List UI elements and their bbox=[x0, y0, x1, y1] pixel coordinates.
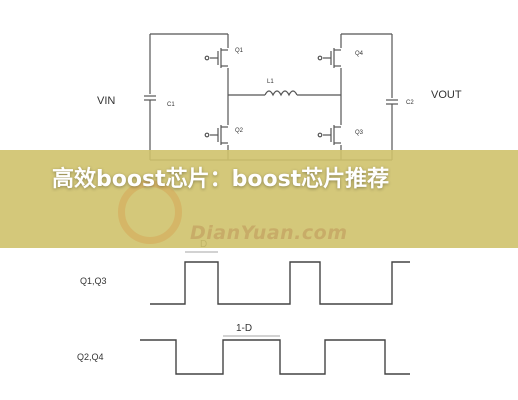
complement-label: 1-D bbox=[236, 323, 252, 334]
q3-label: Q3 bbox=[355, 130, 364, 136]
watermark-text: DianYuan.com bbox=[190, 222, 348, 244]
mosfet-q4 bbox=[317, 48, 341, 68]
vout-label: VOUT bbox=[431, 89, 462, 101]
q1-label: Q1 bbox=[235, 48, 244, 54]
title-banner bbox=[0, 150, 518, 248]
mosfet-q2 bbox=[204, 125, 228, 145]
c2-label: C2 bbox=[406, 100, 414, 106]
l1-label: L1 bbox=[267, 79, 274, 85]
q2-label: Q2 bbox=[235, 128, 244, 134]
watermark-logo bbox=[118, 180, 182, 244]
q4-label: Q4 bbox=[355, 51, 364, 57]
row1-label: Q1,Q3 bbox=[80, 276, 107, 286]
waveform-q2-q4 bbox=[140, 339, 410, 375]
waveform-q1-q3 bbox=[150, 261, 410, 305]
inductor-l1 bbox=[264, 90, 298, 97]
row2-label: Q2,Q4 bbox=[77, 352, 104, 362]
c1-label: C1 bbox=[167, 102, 175, 108]
article-title: 高效boost芯片：boost芯片推荐 bbox=[52, 167, 390, 192]
vin-label: VIN bbox=[97, 95, 115, 107]
mosfet-q1 bbox=[204, 48, 228, 68]
mosfet-q3 bbox=[317, 125, 341, 145]
